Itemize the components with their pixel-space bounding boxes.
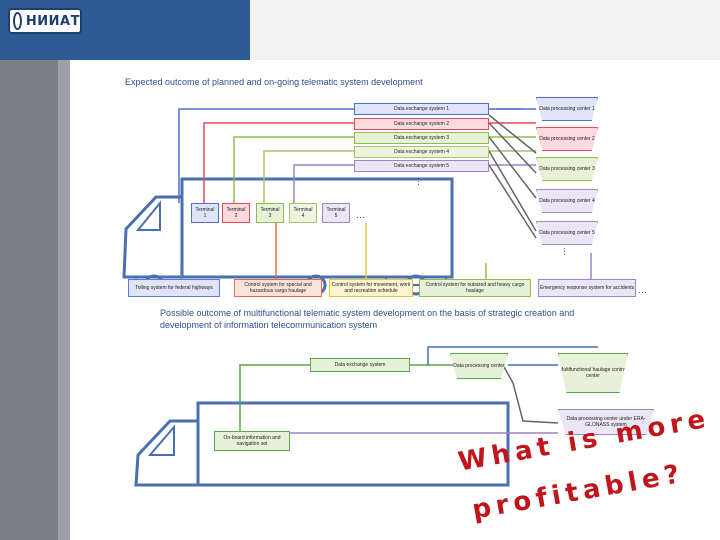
terminal-3-num: 3 [268, 213, 272, 219]
terminal-2: Terminal 2 [222, 203, 250, 223]
exchange-system-5: Data exchange system 5 [354, 160, 489, 172]
terminal-2-label: Terminal [226, 206, 246, 213]
processing-center-4: Data processing center 4 [536, 189, 598, 213]
processing-center-2: Data processing center 2 [536, 127, 598, 151]
schedule-control-system: Control system for movement, work and re… [329, 279, 413, 297]
emblem-icon [13, 12, 22, 30]
processing-center-3: Data processing center 3 [536, 157, 598, 181]
exchange-system-2: Data exchange system 2 [354, 118, 489, 130]
left-sidebar-bar [0, 60, 58, 540]
processing-center-1: Data processing center 1 [536, 97, 598, 121]
section1-title: Expected outcome of planned and on-going… [125, 77, 423, 87]
processing-center-5: Data processing center 5 [536, 221, 598, 245]
exchange-system-4: Data exchange system 4 [354, 146, 489, 158]
emergency-response-system: Emergency response system for accidents [538, 279, 636, 297]
systems-ellipsis: … [638, 285, 648, 295]
haulage-control-center: Multifunctional haulage control center [558, 353, 628, 393]
header-strip [250, 0, 720, 60]
terminal-1-label: Terminal [195, 206, 215, 213]
data-exchange-system: Data exchange system [310, 358, 410, 372]
exchange-system-1: Data exchange system 1 [354, 103, 489, 115]
terminal-4-label: Terminal [293, 206, 313, 213]
outsized-cargo-system: Control system for outsized and heavy ca… [419, 279, 531, 297]
diagram-2-graphics [134, 346, 598, 487]
terminal-3: Terminal 3 [256, 203, 284, 223]
truck-1-graphic [122, 177, 454, 296]
terminal-1-num: 1 [203, 213, 207, 219]
terminal-1: Terminal 1 [191, 203, 219, 223]
terminal-2-num: 2 [234, 213, 238, 219]
truck-2-graphic [134, 401, 510, 487]
exchange-ellipsis: … [416, 177, 426, 187]
terminal-3-label: Terminal [260, 206, 280, 213]
left-sidebar-bar-light [58, 60, 70, 540]
logo-text: НИИАТ [25, 13, 80, 29]
section2-title: Possible outcome of multifunctional tele… [160, 308, 575, 330]
onboard-navigation-set: On-board information and navigation set [214, 431, 290, 451]
terminal-5: Terminal 5 [322, 203, 350, 223]
tolling-system: Tolling system for federal highways [128, 279, 220, 297]
center-ellipsis: … [562, 247, 572, 257]
terminal-5-num: 5 [334, 213, 338, 219]
hazard-cargo-system: Control system for special and hazardous… [234, 279, 322, 297]
era-glonass-center: Data processing center under ERA-GLONASS… [558, 409, 654, 435]
terminal-4: Terminal 4 [289, 203, 317, 223]
terminal-ellipsis: … [356, 210, 366, 220]
diagram-1: Data exchange system 1 Data exchange sys… [116, 93, 656, 300]
data-processing-center: Data processing center [450, 353, 508, 379]
terminal-4-num: 4 [301, 213, 305, 219]
niiat-logo: НИИАТ [8, 8, 82, 34]
diagram-2: Data exchange system Data processing cen… [128, 343, 667, 495]
exchange-system-3: Data exchange system 3 [354, 132, 489, 144]
terminal-5-label: Terminal [326, 206, 346, 213]
